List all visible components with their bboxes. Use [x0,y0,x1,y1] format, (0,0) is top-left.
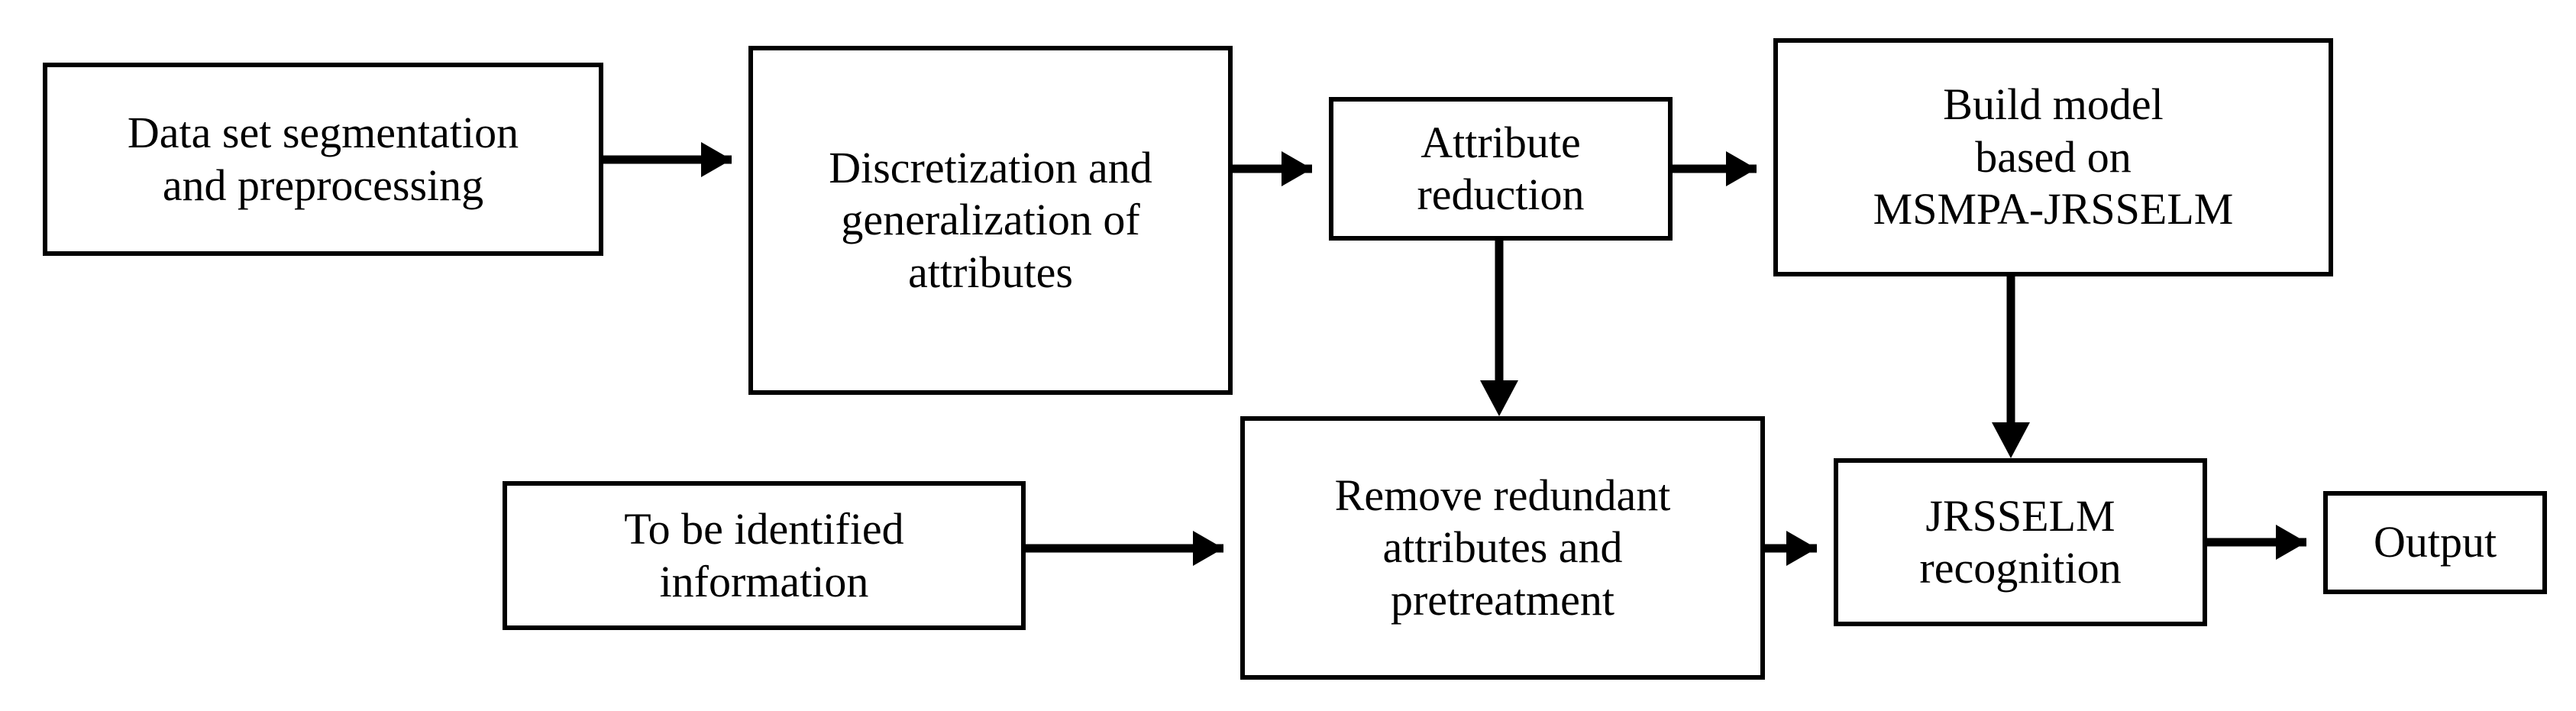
node-attribute-reduction[interactable]: Attribute reduction [1329,97,1673,241]
node-data-set-segmentation[interactable]: Data set segmentation and preprocessing [43,63,603,256]
node-label: Attribute reduction [1417,117,1585,219]
node-to-be-identified-information[interactable]: To be identified information [503,481,1026,630]
connector-arrowhead [1282,151,1312,186]
node-label: Remove redundant attributes and pretreat… [1334,470,1671,625]
node-discretization-generalization[interactable]: Discretization and generalization of att… [748,46,1233,395]
connector-arrowhead [1480,380,1518,416]
connector-arrowhead [1726,151,1757,186]
node-jrsselm-recognition[interactable]: JRSSELM recognition [1834,458,2207,626]
node-label: Data set segmentation and preprocessing [127,108,519,210]
node-label: Build model based on MSMPA-JRSSELM [1873,79,2234,234]
node-label: To be identified information [624,504,904,606]
connector-arrowhead [2276,525,2306,560]
connector-arrowhead [1193,531,1223,566]
node-label: JRSSELM recognition [1919,490,2122,593]
node-label: Discretization and generalization of att… [829,142,1152,297]
connector-arrowhead [1992,422,2030,458]
node-output[interactable]: Output [2323,491,2547,594]
connector-arrowhead [701,142,732,177]
node-build-model[interactable]: Build model based on MSMPA-JRSSELM [1773,38,2333,276]
node-remove-redundant-attributes[interactable]: Remove redundant attributes and pretreat… [1240,416,1765,680]
node-label: Output [2373,517,2497,567]
connector-arrowhead [1786,531,1817,566]
